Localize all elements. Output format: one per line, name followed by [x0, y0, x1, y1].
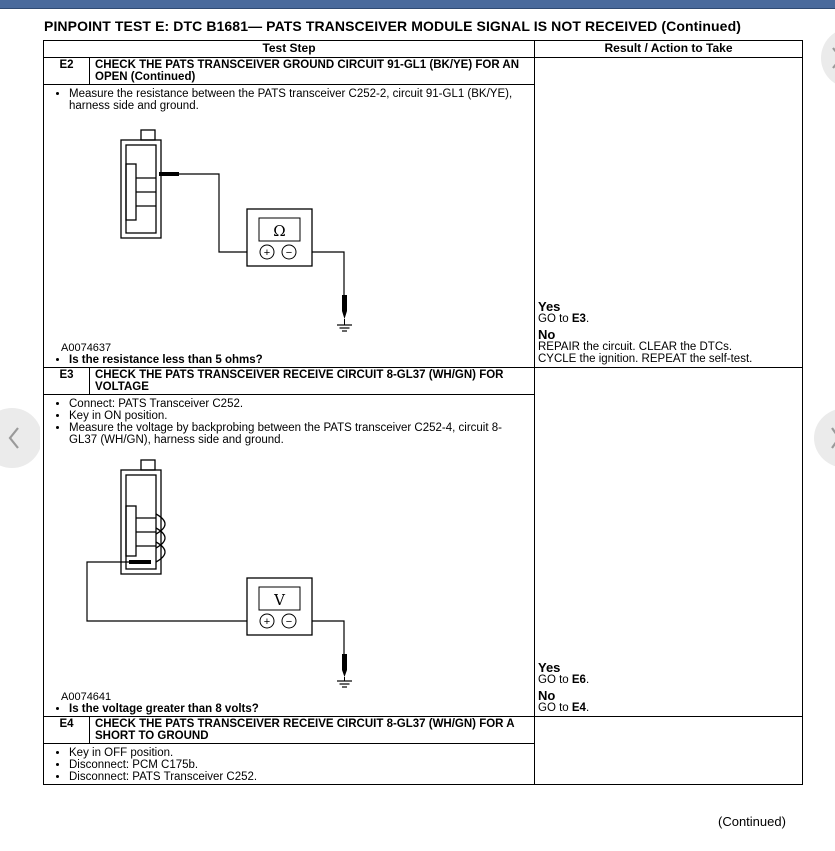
- pinpoint-test-table: Test Step Result / Action to Take E2 CHE…: [43, 40, 803, 785]
- step-e4-title: CHECK THE PATS TRANSCEIVER RECEIVE CIRCU…: [89, 716, 535, 744]
- chevron-left-icon: [0, 408, 40, 468]
- e3-bullet-1: Connect: PATS Transceiver C252.: [69, 398, 529, 410]
- window-top-bar: [0, 0, 835, 9]
- resistance-measurement-diagram: Ω + −: [120, 129, 352, 332]
- step-e2-body-row: Measure the resistance between the PATS …: [43, 84, 803, 368]
- ground-symbol-icon: [337, 324, 352, 332]
- e3-figure: V + −: [49, 446, 529, 691]
- meter-minus-e3: −: [286, 616, 292, 628]
- e3-no-target: E4: [571, 702, 586, 714]
- next-page-button-top[interactable]: [812, 28, 835, 88]
- step-e3-result-block: Yes GO to E6. No GO to E4.: [538, 661, 589, 714]
- chevron-right-icon: [814, 409, 835, 467]
- step-e3-title-row: E3 CHECK THE PATS TRANSCEIVER RECEIVE CI…: [43, 367, 803, 717]
- meter-symbol-volt: V: [273, 591, 286, 609]
- e3-figure-id: A0074641: [61, 691, 112, 703]
- e3-question: Is the voltage greater than 8 volts?: [69, 703, 529, 715]
- step-e2-result: Yes GO to E3. No REPAIR the circuit. CLE…: [534, 57, 803, 368]
- header-result: Result / Action to Take: [534, 40, 803, 58]
- e2-figure: Ω + −: [49, 112, 529, 342]
- chevron-right-icon: [820, 32, 835, 84]
- step-e3-result: Yes GO to E6. No GO to E4.: [534, 367, 803, 717]
- prev-page-button[interactable]: [0, 408, 40, 468]
- meter-plus-e3: +: [264, 616, 270, 628]
- connector-c252-backprobe-icon: [120, 459, 166, 575]
- e3-bullet-2: Key in ON position.: [69, 410, 529, 422]
- e3-no-label: No: [538, 688, 556, 703]
- e4-bullet-2: Disconnect: PCM C175b.: [69, 759, 529, 771]
- e4-bullet-1: Key in OFF position.: [69, 747, 529, 759]
- header-test-step: Test Step: [43, 40, 535, 58]
- page-title: PINPOINT TEST E: DTC B1681— PATS TRANSCE…: [44, 18, 741, 34]
- voltage-measurement-diagram: V + −: [86, 459, 352, 688]
- e3-no-text: GO to: [538, 702, 572, 714]
- step-id-e2: E2: [43, 57, 90, 85]
- e2-no-label: No: [538, 327, 556, 342]
- e3-yes-action: GO to E6.: [538, 674, 589, 686]
- e3-no-after: .: [585, 702, 590, 714]
- e3-yes-label: Yes: [538, 660, 561, 675]
- continued-footer: (Continued): [718, 814, 786, 829]
- e3-yes-after: .: [585, 674, 590, 686]
- step-e2-result-block: Yes GO to E3. No REPAIR the circuit. CLE…: [538, 300, 752, 365]
- step-e4-title-row: E4 CHECK THE PATS TRANSCEIVER RECEIVE CI…: [43, 716, 803, 785]
- meter-plus-e2: +: [264, 247, 270, 259]
- ground-symbol-icon: [337, 680, 352, 688]
- ohmmeter-icon: Ω + −: [246, 208, 313, 267]
- e2-bullet-1: Measure the resistance between the PATS …: [69, 88, 529, 112]
- e2-yes-action: GO to E3.: [538, 313, 752, 325]
- step-e4-body: Key in OFF position. Disconnect: PCM C17…: [43, 743, 535, 785]
- e2-figure-id: A0074637: [61, 342, 112, 354]
- step-id-e3: E3: [43, 367, 90, 395]
- connector-c252-icon: [120, 129, 162, 239]
- e3-yes-text: GO to: [538, 674, 572, 686]
- e2-question: Is the resistance less than 5 ohms?: [69, 354, 529, 366]
- table-header-row: Test Step Result / Action to Take: [43, 40, 803, 58]
- next-page-button[interactable]: [805, 408, 835, 468]
- e3-no-action: GO to E4.: [538, 702, 589, 714]
- e3-yes-target: E6: [571, 674, 586, 686]
- step-e4-result: [534, 716, 803, 785]
- probe-tip: [159, 172, 179, 176]
- step-e3-title: CHECK THE PATS TRANSCEIVER RECEIVE CIRCU…: [89, 367, 535, 395]
- e3-bullet-3: Measure the voltage by backprobing betwe…: [69, 422, 529, 446]
- e2-no-line2: CYCLE the ignition. REPEAT the self-test…: [538, 353, 753, 365]
- step-e2-body: Measure the resistance between the PATS …: [43, 84, 535, 368]
- e2-no-line1: REPAIR the circuit. CLEAR the DTCs.: [538, 341, 733, 353]
- step-e3-body-row: Connect: PATS Transceiver C252. Key in O…: [43, 394, 803, 717]
- e2-yes-text: GO to: [538, 313, 572, 325]
- e2-yes-after: .: [585, 313, 590, 325]
- meter-minus-e2: −: [286, 247, 292, 259]
- step-e3-body: Connect: PATS Transceiver C252. Key in O…: [43, 394, 535, 717]
- voltmeter-icon: V + −: [246, 577, 313, 636]
- e4-bullet-3: Disconnect: PATS Transceiver C252.: [69, 771, 529, 783]
- meter-symbol-ohm: Ω: [273, 222, 285, 240]
- step-id-e4: E4: [43, 716, 90, 744]
- step-e4-body-row: Key in OFF position. Disconnect: PCM C17…: [43, 743, 803, 785]
- e2-yes-label: Yes: [538, 299, 561, 314]
- backprobe-pin: [129, 560, 151, 564]
- e2-yes-target: E3: [571, 313, 586, 325]
- step-e2-title-row: E2 CHECK THE PATS TRANSCEIVER GROUND CIR…: [43, 57, 803, 368]
- step-e2-title: CHECK THE PATS TRANSCEIVER GROUND CIRCUI…: [89, 57, 535, 85]
